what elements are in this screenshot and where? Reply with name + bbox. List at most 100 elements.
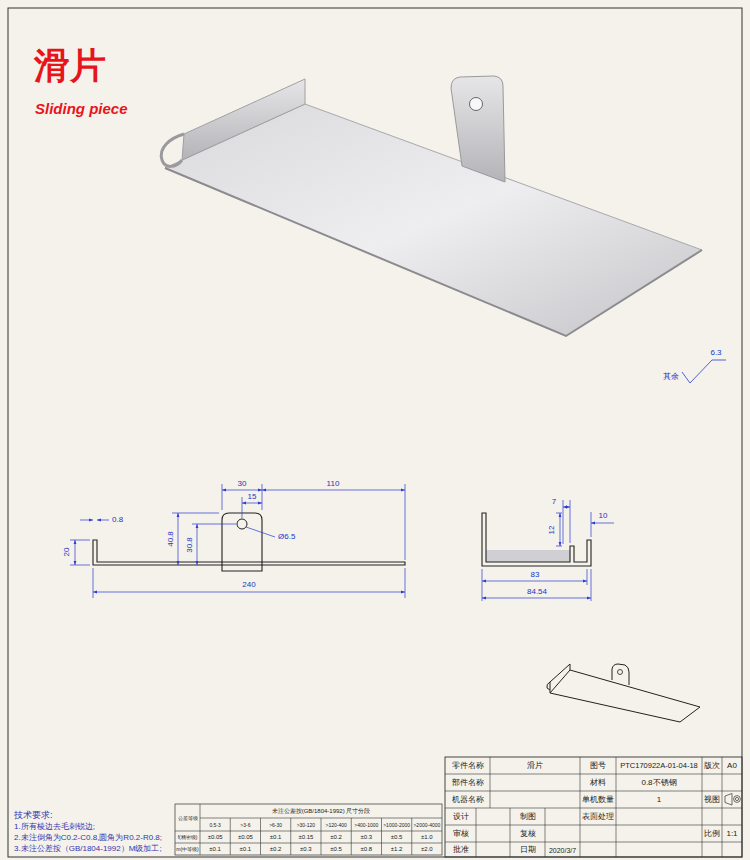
dimension-text: 10 bbox=[599, 512, 608, 520]
title-block-cell: 表面处理 bbox=[582, 813, 614, 821]
shading bbox=[486, 550, 570, 562]
note-text: 3.未注公差按（GB/1804-1992）M级加工; bbox=[14, 845, 162, 853]
table-cell: ±0.2 bbox=[330, 834, 342, 840]
table-cell: ±0.8 bbox=[361, 846, 373, 852]
title-block-cell: 复核 bbox=[520, 830, 536, 838]
plate-edge bbox=[165, 168, 702, 336]
dimension-line bbox=[75, 540, 76, 565]
part-outline bbox=[482, 513, 591, 566]
title-block-cell: 1 bbox=[657, 796, 661, 804]
dimension-text: 7 bbox=[552, 498, 556, 506]
table-cell: m(中等级) bbox=[176, 847, 199, 852]
mounting-tab bbox=[451, 76, 505, 182]
dimension-text: 30 bbox=[238, 480, 247, 488]
table-cell: ±0.5 bbox=[330, 846, 342, 852]
projection-symbol bbox=[734, 796, 741, 803]
tolerance-table bbox=[175, 804, 442, 855]
projection-symbol bbox=[735, 797, 738, 800]
title-block-cell: 0.8不锈钢 bbox=[641, 779, 676, 787]
table-cell: >30-120 bbox=[297, 823, 316, 828]
hook-curl bbox=[161, 134, 184, 166]
extension-lines bbox=[70, 484, 405, 598]
title-block-cell: A0 bbox=[727, 762, 737, 770]
note-text: 1.所有棱边去毛刺锐边; bbox=[14, 823, 95, 831]
dimension-text: 30.8 bbox=[186, 537, 194, 553]
projection-symbol bbox=[725, 794, 732, 806]
dimension-line bbox=[80, 520, 93, 521]
title-block-cell: 制图 bbox=[520, 813, 536, 821]
extension-lines bbox=[482, 500, 591, 601]
dimension-text: 12 bbox=[548, 526, 556, 535]
table-cell: 未注公差按(GB/1804-1992) 尺寸分段 bbox=[272, 808, 371, 814]
title-block-cell: 批准 bbox=[453, 846, 469, 854]
end-flange bbox=[182, 79, 305, 160]
dimension-line bbox=[197, 524, 198, 565]
dimension-text: 40.8 bbox=[167, 531, 175, 547]
side-view bbox=[482, 500, 614, 601]
table-cell: ±0.3 bbox=[361, 834, 373, 840]
dimension-text: 15 bbox=[248, 493, 257, 501]
subtitle: Sliding piece bbox=[35, 101, 128, 116]
roughness-symbol bbox=[682, 360, 726, 383]
title-block-cell: PTC170922A-01-04-18 bbox=[620, 762, 698, 770]
title-block-cell: 1:1 bbox=[726, 830, 737, 838]
table-cell: >2000-4000 bbox=[413, 823, 440, 828]
table-grid bbox=[445, 757, 742, 857]
table-cell: ±0.1 bbox=[209, 846, 221, 852]
title-block-cell: 图号 bbox=[590, 762, 606, 770]
dimension-text: 0.8 bbox=[112, 516, 123, 524]
tab-hole bbox=[470, 98, 483, 111]
table-cell: ±0.5 bbox=[391, 834, 403, 840]
dimension-text: 84.54 bbox=[527, 588, 547, 596]
front-view bbox=[70, 484, 405, 598]
plate-face bbox=[165, 104, 702, 336]
table-border bbox=[445, 757, 742, 857]
title-block-cell: 设计 bbox=[453, 813, 469, 821]
title-block-cell: 版次 bbox=[704, 762, 720, 770]
table-cell: ±0.05 bbox=[238, 834, 253, 840]
dimension-line bbox=[178, 513, 179, 565]
render-3d bbox=[161, 76, 702, 336]
dimension-text: 240 bbox=[242, 581, 255, 589]
title-block-cell: 材料 bbox=[590, 779, 606, 787]
dimension-line bbox=[262, 490, 405, 491]
table-cell: ±1.0 bbox=[421, 834, 433, 840]
iso-view bbox=[547, 664, 700, 722]
table-border bbox=[175, 804, 442, 855]
title-block-cell: 部件名称 bbox=[452, 779, 484, 787]
dimension-line bbox=[242, 503, 262, 504]
tab-hole bbox=[618, 670, 623, 675]
title-block-cell: 视图 bbox=[704, 796, 720, 804]
flange-outline bbox=[547, 664, 570, 693]
note-text: 2.未注倒角为C0.2-C0.8,圆角为R0.2-R0.8; bbox=[14, 834, 162, 842]
table-grid bbox=[175, 804, 442, 855]
sheet-frame bbox=[8, 8, 742, 857]
table-cell: >6-30 bbox=[269, 823, 282, 828]
table-cell: ±0.2 bbox=[270, 846, 282, 852]
dimension-text: 110 bbox=[327, 480, 340, 488]
table-cell: ±0.1 bbox=[240, 846, 252, 852]
drawing-title: 滑片 bbox=[34, 48, 106, 84]
table-cell: 0.5-3 bbox=[209, 823, 220, 828]
part-outline bbox=[93, 540, 405, 565]
title-block-cell: 2020/3/7 bbox=[549, 846, 576, 853]
tab-outline bbox=[222, 513, 262, 571]
dimension-text: Ø6.5 bbox=[278, 533, 295, 541]
dimension-line bbox=[482, 598, 591, 599]
dimension-line bbox=[222, 490, 262, 491]
title-block-cell: 零件名称 bbox=[452, 762, 484, 770]
table-cell: >400-1000 bbox=[354, 823, 378, 828]
dimension-line bbox=[482, 581, 587, 582]
table-cell: ±0.15 bbox=[298, 834, 313, 840]
title-block-cell: 比例 bbox=[704, 830, 720, 838]
plate-outline bbox=[550, 670, 700, 722]
title-block-cell: 机器名称 bbox=[452, 796, 484, 804]
table-cell: >120-400 bbox=[325, 823, 346, 828]
table-cell: f(精密级) bbox=[178, 835, 198, 840]
hole bbox=[237, 519, 247, 529]
table-cell: ±2.0 bbox=[421, 846, 433, 852]
tab-outline bbox=[612, 664, 629, 685]
table-cell: >3-6 bbox=[240, 823, 250, 828]
